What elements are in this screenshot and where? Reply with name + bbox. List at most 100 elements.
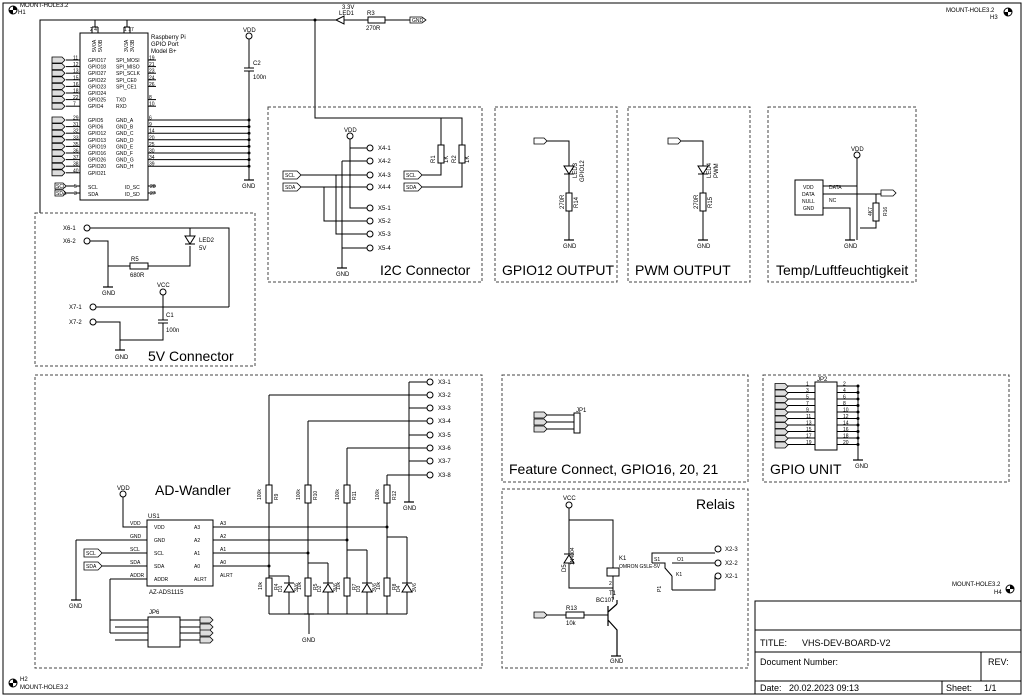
rpi-right-label: SPI_MISO — [116, 65, 140, 71]
adc-zener-value: 3V6 — [372, 583, 378, 592]
k1-coil — [606, 567, 620, 577]
rpi-left-label: GPIO20 — [88, 164, 106, 170]
jp2-flag — [774, 435, 789, 442]
x3-terminal — [426, 457, 434, 465]
mount-hole-ref: H2 — [20, 677, 28, 683]
r16-resistor — [872, 202, 880, 222]
adc-bottom-resistor — [343, 577, 351, 597]
adc-gnd-bus — [269, 613, 407, 634]
adc-zener — [283, 576, 295, 614]
rpi-left-label: GPIO5 — [88, 118, 104, 124]
adc-bottom-res-value: 10k — [258, 581, 264, 590]
date-value: 20.02.2023 09:13 — [789, 683, 859, 693]
rpi-right-label: GND_A — [116, 118, 134, 124]
rpi-pin-3v3b: 3V3B — [130, 39, 136, 52]
svg-text:1 17: 1 17 — [124, 27, 134, 33]
gnd-label-i2c: GND — [336, 272, 350, 278]
sheet-label: Sheet: — [946, 683, 972, 693]
section-feature-title: Feature Connect, GPIO16, 20, 21 — [509, 461, 719, 477]
c1-ref: C1 — [166, 313, 174, 319]
adc-top-res-value: 100k — [335, 489, 341, 500]
i2c-pin-label: X5-3 — [378, 232, 391, 238]
r15-resistor — [699, 192, 707, 212]
section-temp-title: Temp/Luftfeuchtigkeit — [776, 262, 908, 278]
i2c-pin-label: X4-4 — [378, 185, 391, 191]
rpi-left-label: GPIO16 — [88, 151, 106, 157]
rpi-right-num: 6 — [149, 116, 152, 122]
gnd-label-gpio12: GND — [563, 244, 577, 250]
rpi-left-flag — [51, 102, 66, 110]
dht-pin-data: DATA — [802, 192, 815, 198]
rpi-left-flag — [51, 83, 66, 90]
dht-sig-nc: NC — [829, 198, 837, 204]
r14-value: 270R — [560, 194, 566, 209]
adc-right-pin: ALRT — [194, 577, 207, 583]
adc-zener-ref: D1 — [278, 585, 284, 592]
rpi-right-label: SPI_CE0 — [116, 78, 137, 84]
gnd-label-relais: GND — [610, 659, 624, 665]
jp2-flag — [774, 383, 789, 390]
board-title: VHS-DEV-BOARD-V2 — [802, 638, 891, 648]
mount-hole-name: MOUNT-HOLE3.2 — [20, 3, 69, 9]
x3-terminal — [426, 404, 434, 412]
mount-hole-name: MOUNT-HOLE3.2 — [946, 8, 995, 14]
rpi-left-flag — [51, 136, 66, 144]
x3-pin-label: X3-4 — [438, 419, 451, 425]
rpi-scl-num: 5 — [74, 184, 77, 190]
adc-wire — [213, 448, 348, 541]
gnd-label-adc-b: GND — [302, 638, 316, 644]
rpi-left-flag — [51, 69, 66, 77]
adc-right-wire-label: A0 — [220, 560, 226, 566]
i2c-terminal — [366, 230, 374, 238]
rev-label: REV: — [988, 657, 1009, 667]
rpi-left-num: 35 — [73, 142, 79, 148]
rpi-left-label: GPIO21 — [88, 171, 106, 177]
gnd-label-5v-a: GND — [102, 291, 116, 297]
adc-left-pin: VDD — [154, 525, 165, 531]
adc-scl-flag: SCL — [86, 551, 96, 557]
r15-ref: R15 — [708, 196, 714, 208]
r14-ref: R14 — [574, 196, 580, 208]
gnd-label-adc: GND — [69, 604, 83, 610]
adc-left-wire-label: SCL — [130, 547, 140, 553]
t1-value: BC107 — [596, 598, 615, 604]
svg-text:2 4: 2 4 — [90, 27, 97, 33]
adc-right-wire-label: A2 — [220, 534, 226, 540]
rpi-right-num: 39 — [149, 162, 155, 168]
i2c-terminal — [366, 183, 374, 191]
x3-terminal — [426, 391, 434, 399]
i2c-pin-label: X5-1 — [378, 206, 391, 212]
rpi-left-flag — [51, 56, 66, 64]
mount-hole-ref: H4 — [994, 590, 1002, 596]
r13-resistor — [565, 611, 585, 619]
sheet-value: 1/1 — [984, 683, 997, 693]
section-temp — [767, 106, 917, 283]
i2c-sda-flag: SDA — [285, 185, 296, 191]
rpi-sda-flag: SDA — [56, 191, 67, 197]
rpi-left-flag — [51, 149, 66, 157]
gnd-label-rpi: GND — [242, 184, 256, 190]
mount-hole-ref: H1 — [18, 10, 26, 16]
led4-diode — [697, 165, 709, 175]
vdd-label-adc: VDD — [117, 486, 130, 492]
rpi-left-num: 12 — [73, 62, 79, 68]
x3-terminal — [426, 417, 434, 425]
adc-left-wire-label: SDA — [130, 560, 141, 566]
rpi-left-flag — [51, 63, 66, 70]
rpi-right-num: 34 — [149, 155, 155, 161]
i2c-terminal — [366, 171, 374, 179]
gnd-label-5v-b: GND — [115, 355, 129, 361]
rpi-left-label: GPIO23 — [88, 84, 106, 90]
rpi-left-num: 32 — [73, 129, 79, 135]
i2c-pin-label: X4-3 — [378, 173, 391, 179]
rpi-title-3: Model B+ — [151, 49, 177, 55]
adc-top-res-ref: R10 — [313, 491, 319, 500]
title-block: TITLE: VHS-DEV-BOARD-V2 Document Number:… — [754, 600, 1022, 695]
rpi-left-num: 11 — [73, 56, 78, 62]
i2c-terminal — [366, 144, 374, 152]
adc-left-wire-label: ADDR — [130, 573, 145, 579]
rpi-right-label: TXD — [116, 98, 126, 104]
rpi-pin-5v0a: 5V0A — [92, 39, 98, 52]
